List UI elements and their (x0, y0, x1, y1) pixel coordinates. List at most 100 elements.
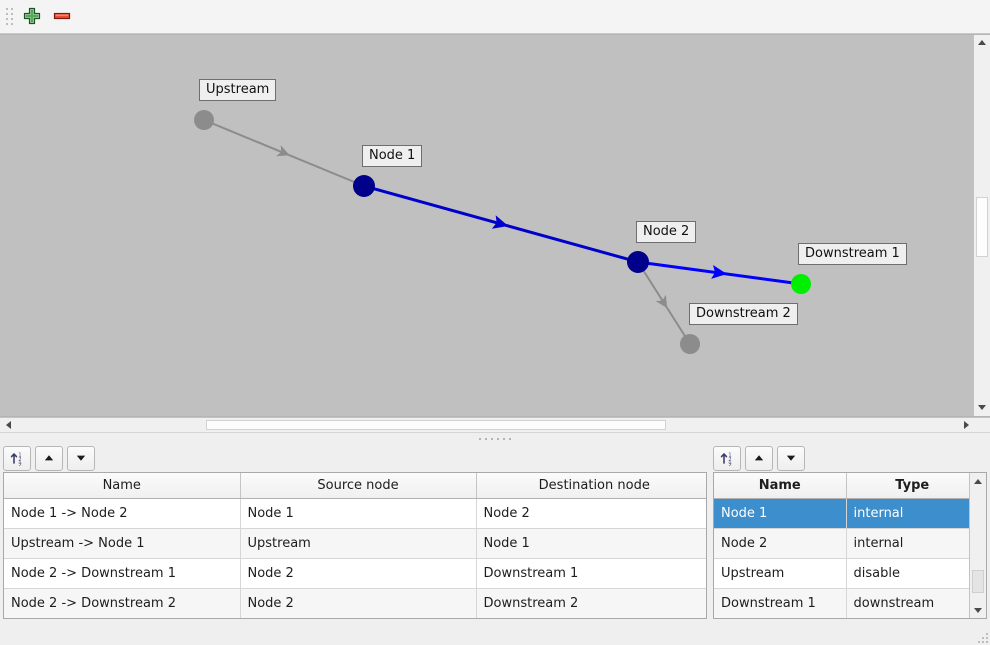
column-header-name[interactable]: Name (4, 473, 241, 499)
graph-node-label-downstream1[interactable]: Downstream 1 (798, 242, 907, 265)
triangle-up-icon (974, 478, 982, 484)
column-header-name[interactable]: Name (714, 473, 847, 499)
move-up-button[interactable] (35, 445, 63, 471)
table-cell[interactable]: Node 1 -> Node 2 (4, 498, 241, 529)
table-cell[interactable]: disable (846, 558, 969, 589)
graph-edge-arrow-node2-downstream1 (711, 264, 727, 279)
graph-edge-arrow-upstream-node1 (276, 144, 290, 157)
plus-icon (23, 8, 41, 25)
table-cell[interactable]: Node 1 (240, 498, 477, 529)
scroll-up-button[interactable] (970, 473, 986, 490)
table-cell[interactable]: Node 2 (240, 558, 477, 589)
graph-node-downstream1[interactable] (791, 273, 811, 294)
triangle-left-icon (5, 421, 11, 430)
svg-text:9: 9 (728, 462, 731, 467)
scroll-down-button[interactable] (974, 399, 990, 416)
remove-button[interactable] (47, 1, 77, 31)
scroll-thumb[interactable] (972, 570, 984, 593)
table-cell[interactable]: Node 2 (476, 498, 706, 529)
graph-node-node2[interactable] (627, 250, 649, 273)
table-cell[interactable]: downstream (846, 588, 969, 618)
sort-ascending-icon: 1 2 9 (720, 453, 732, 467)
sort-button[interactable]: 1 2 9 (3, 445, 31, 471)
graph-node-downstream2[interactable] (680, 333, 700, 354)
tables-area: 1 2 9 (0, 444, 990, 619)
horizontal-splitter[interactable] (0, 432, 990, 445)
scroll-thumb[interactable] (206, 419, 666, 431)
graph-edge-arrow-node2-downstream2 (655, 294, 668, 308)
scroll-down-button[interactable] (970, 602, 986, 618)
scroll-track[interactable] (16, 418, 958, 433)
triangle-up-icon (978, 40, 986, 46)
table-cell[interactable]: Downstream 1 (714, 588, 847, 618)
column-header-type[interactable]: Type (846, 473, 969, 499)
column-header-destination-node[interactable]: Destination node (476, 473, 706, 499)
scroll-track[interactable] (974, 50, 990, 400)
table-cell[interactable]: Node 2 -> Downstream 1 (4, 558, 241, 589)
table-cell[interactable]: Node 2 (240, 588, 477, 618)
graph-node-label-downstream2[interactable]: Downstream 2 (689, 302, 798, 325)
scroll-up-button[interactable] (974, 34, 990, 51)
graph-node-label-upstream[interactable]: Upstream (199, 78, 277, 101)
graph-drawing (194, 109, 811, 354)
table-cell[interactable]: Downstream 2 (476, 588, 706, 618)
scroll-right-button[interactable] (958, 418, 974, 433)
table-cell[interactable]: internal (846, 498, 969, 529)
triangle-down-icon (978, 405, 986, 411)
graph-edge-arrow-node1-node2 (491, 215, 509, 229)
graph-node-label-node2[interactable]: Node 2 (636, 220, 697, 243)
table-cell[interactable]: Upstream -> Node 1 (4, 528, 241, 559)
table-cell[interactable]: Upstream (240, 528, 477, 559)
svg-text:2: 2 (18, 458, 21, 464)
move-up-button[interactable] (745, 445, 773, 471)
nodes-toolbar: 1 2 9 (710, 444, 990, 472)
edges-pane: 1 2 9 (0, 444, 710, 619)
triangle-down-icon (76, 455, 86, 462)
edges-toolbar: 1 2 9 (0, 444, 710, 472)
nodes-vertical-scrollbar[interactable] (969, 473, 986, 618)
graph-node-label-node1[interactable]: Node 1 (362, 144, 423, 167)
sort-button[interactable]: 1 2 9 (713, 445, 741, 471)
sort-ascending-icon: 1 2 9 (10, 453, 22, 466)
scroll-track[interactable] (970, 489, 986, 602)
toolbar-drag-handle[interactable] (2, 5, 12, 27)
triangle-up-icon (754, 455, 764, 461)
table-cell[interactable]: Node 2 -> Downstream 2 (4, 588, 241, 618)
add-button[interactable] (17, 1, 47, 31)
graph-node-upstream[interactable] (194, 109, 214, 130)
scroll-left-button[interactable] (0, 418, 16, 433)
graph-node-node1[interactable] (353, 174, 375, 197)
table-cell[interactable]: Node 1 (714, 498, 847, 529)
table-cell[interactable]: internal (846, 528, 969, 559)
graph-vertical-scrollbar[interactable] (973, 34, 990, 416)
table-cell[interactable]: Node 1 (476, 528, 706, 559)
graph-horizontal-scrollbar[interactable] (0, 416, 990, 433)
table-cell[interactable]: Upstream (714, 558, 847, 589)
window-resize-grip[interactable] (976, 631, 988, 643)
move-down-button[interactable] (67, 445, 95, 471)
scroll-thumb[interactable] (976, 197, 988, 257)
move-down-button[interactable] (777, 445, 805, 471)
svg-text:1: 1 (18, 453, 21, 459)
table-cell[interactable]: Node 2 (714, 528, 847, 559)
table-cell[interactable]: Downstream 1 (476, 558, 706, 589)
column-header-source-node[interactable]: Source node (240, 473, 477, 499)
